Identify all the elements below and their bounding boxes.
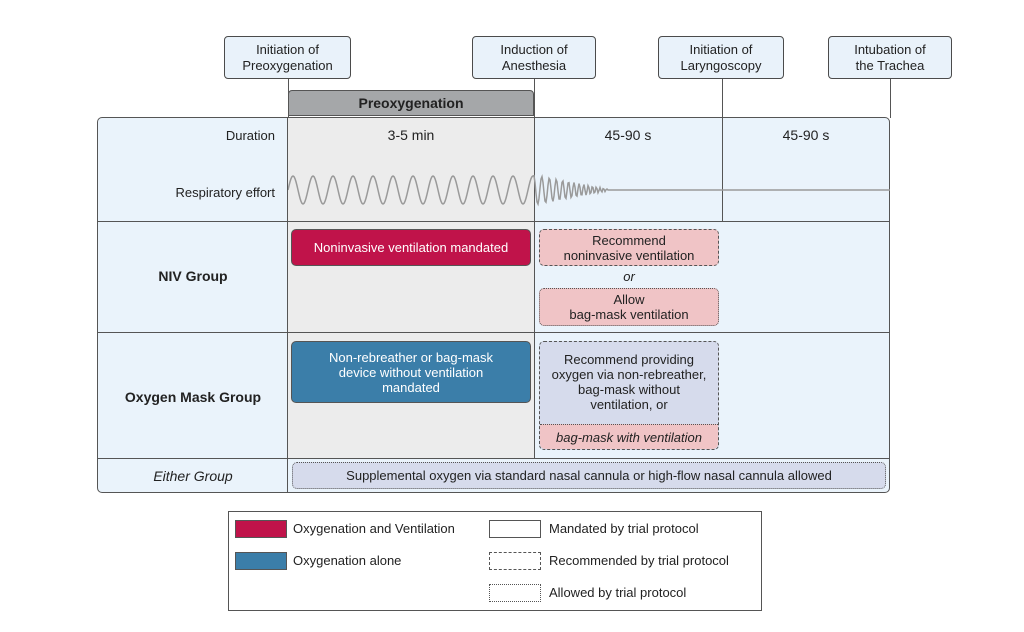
event-initiation-preoxygenation: Initiation of Preoxygenation [224,36,351,79]
legend-swatch-oxygenation [235,552,287,570]
connector-line-intubation [890,79,891,118]
oxygen-mandated-box: Non-rebreather or bag-mask device withou… [291,341,531,403]
row-label-oxygen-mask-group: Oxygen Mask Group [124,389,262,405]
niv-recommend-box: Recommend noninvasive ventilation [539,229,719,266]
legend-swatch-allowed [489,584,541,602]
legend-label-oxygenation: Oxygenation alone [293,553,402,568]
preoxygenation-phase-label: Preoxygenation [358,95,464,111]
row-divider-3 [97,458,890,459]
row-label-respiratory-effort: Respiratory effort [175,185,275,200]
row-divider-2 [97,332,890,333]
column-divider-2 [534,117,535,458]
row-label-niv-group: NIV Group [158,268,228,284]
legend-label-ventilation: Oxygenation and Ventilation [293,521,455,536]
duration-induction-laryngoscopy: 45-90 s [604,127,652,143]
oxygen-recommend-text: Recommend providing oxygen via non-rebre… [551,352,707,412]
legend-swatch-mandated [489,520,541,538]
event-intubation-trachea: Intubation of the Trachea [828,36,952,79]
row-divider-1 [97,221,890,222]
either-group-box: Supplemental oxygen via standard nasal c… [292,462,886,489]
oxygen-recommend-container: Recommend providing oxygen via non-rebre… [539,341,719,450]
duration-preoxygenation: 3-5 min [387,127,435,143]
oxygen-allow-box: bag-mask with ventilation [540,424,718,449]
niv-or-label: or [623,269,635,284]
column-divider-1 [287,117,288,493]
legend-swatch-ventilation [235,520,287,538]
legend-label-allowed: Allowed by trial protocol [549,585,687,600]
legend-label-mandated: Mandated by trial protocol [549,521,699,536]
legend-label-recommended: Recommended by trial protocol [549,553,729,568]
niv-mandated-box: Noninvasive ventilation mandated [291,229,531,266]
legend: Oxygenation and Ventilation Oxygenation … [228,511,762,611]
duration-laryngoscopy-intubation: 45-90 s [782,127,830,143]
row-label-either-group: Either Group [153,468,233,484]
legend-swatch-recommended [489,552,541,570]
connector-line-induction [534,79,535,118]
respiratory-effort-waveform [288,174,890,207]
column-divider-3 [722,117,723,221]
event-initiation-laryngoscopy: Initiation of Laryngoscopy [658,36,784,79]
row-label-duration: Duration [225,128,275,143]
preoxygenation-phase-bar: Preoxygenation [288,90,534,116]
event-induction-anesthesia: Induction of Anesthesia [472,36,596,79]
connector-line-laryngoscopy [722,79,723,118]
niv-allow-box: Allow bag-mask ventilation [539,288,719,326]
